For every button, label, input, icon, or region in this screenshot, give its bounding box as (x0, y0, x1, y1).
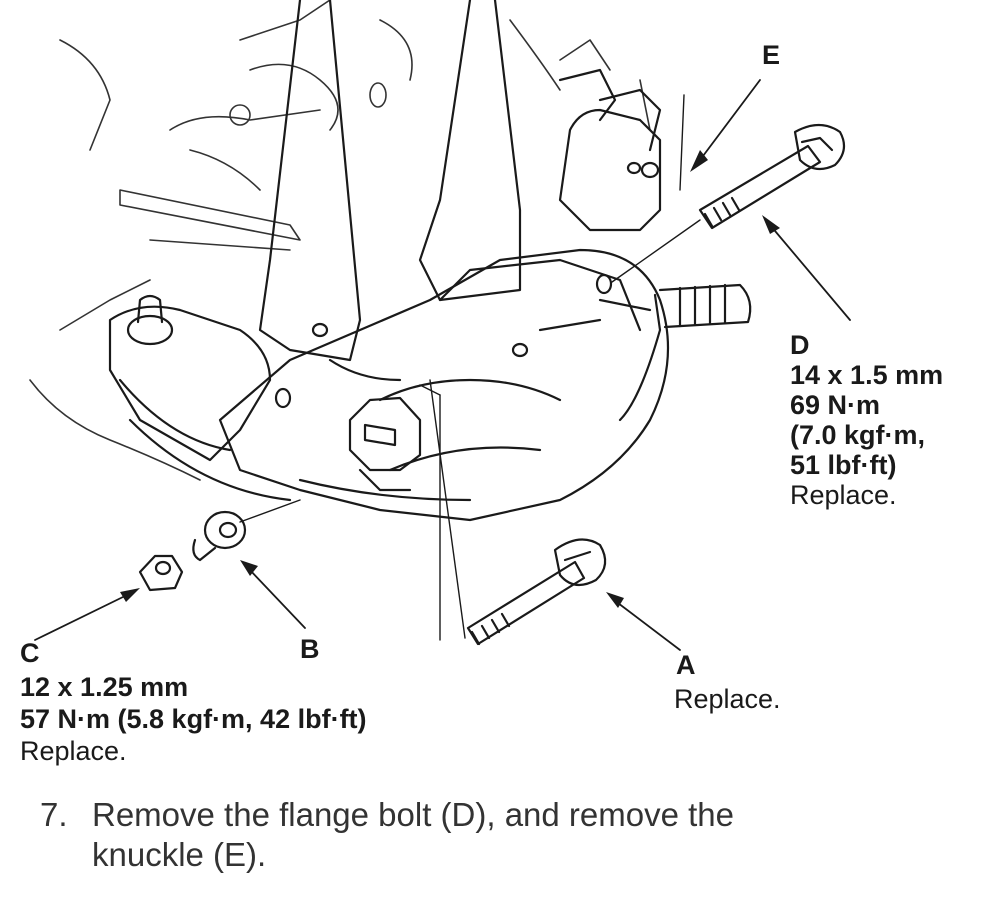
callout-d-size: 14 x 1.5 mm (790, 360, 944, 390)
strut-body (258, 0, 529, 409)
callout-a-letter: A (676, 650, 696, 680)
step-instruction: 7. Remove the flange bolt (D), and remove… (40, 795, 734, 875)
callout-c-torque: 57 N·m (5.8 kgf·m, 42 lbf·ft) (20, 704, 367, 734)
arrow-heads (120, 150, 780, 608)
step-line-2: knuckle (E). (92, 836, 267, 873)
background-structure (29, 0, 651, 481)
flange-bolt-d (698, 123, 846, 230)
ball-joint-nut (348, 396, 422, 492)
callout-d-torque-kgfm: (7.0 kgf·m, (790, 420, 926, 450)
leader-lines (239, 94, 701, 641)
callout-arrows (34, 79, 851, 651)
callout-d-torque-lbfft: 51 lbf·ft) (790, 450, 897, 480)
callout-d-letter: D (790, 330, 810, 360)
washer-b (192, 510, 247, 562)
callout-b-letter: B (300, 634, 320, 664)
step-line-1: Remove the flange bolt (D), and remove t… (92, 796, 735, 833)
callout-c-size: 12 x 1.25 mm (20, 672, 189, 702)
bolt-a (466, 538, 607, 646)
callout-c-letter: C (20, 638, 40, 668)
knuckle (218, 68, 752, 522)
callout-d-note: Replace. (790, 480, 897, 510)
nut-c (138, 554, 184, 592)
callout-c-note: Replace. (20, 736, 127, 766)
lower-mount (108, 294, 292, 502)
callout-d-torque: 69 N·m (790, 390, 881, 420)
step-number: 7. (40, 796, 68, 833)
callout-a-note: Replace. (674, 684, 781, 714)
callout-e-letter: E (762, 40, 781, 70)
knuckle-assembly-illustration (29, 0, 851, 651)
